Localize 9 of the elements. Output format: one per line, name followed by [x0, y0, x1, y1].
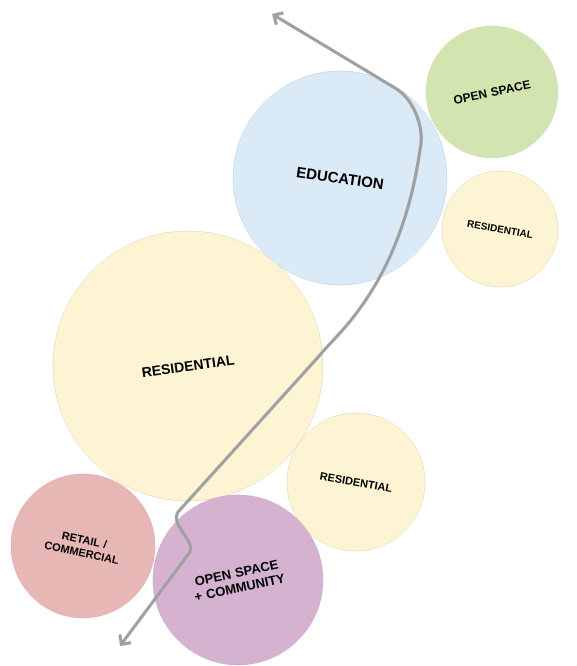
zone-circle	[442, 170, 558, 288]
zone-circle	[232, 70, 448, 286]
zone-label: RESIDENTIAL	[142, 356, 234, 378]
zone-circle	[10, 474, 156, 618]
zone-label: EDUCATION	[296, 166, 384, 190]
zone-circle	[426, 26, 558, 158]
zone-circle	[286, 412, 426, 552]
zone-label: OPEN SPACE	[454, 80, 531, 104]
zone-circle	[152, 494, 324, 666]
